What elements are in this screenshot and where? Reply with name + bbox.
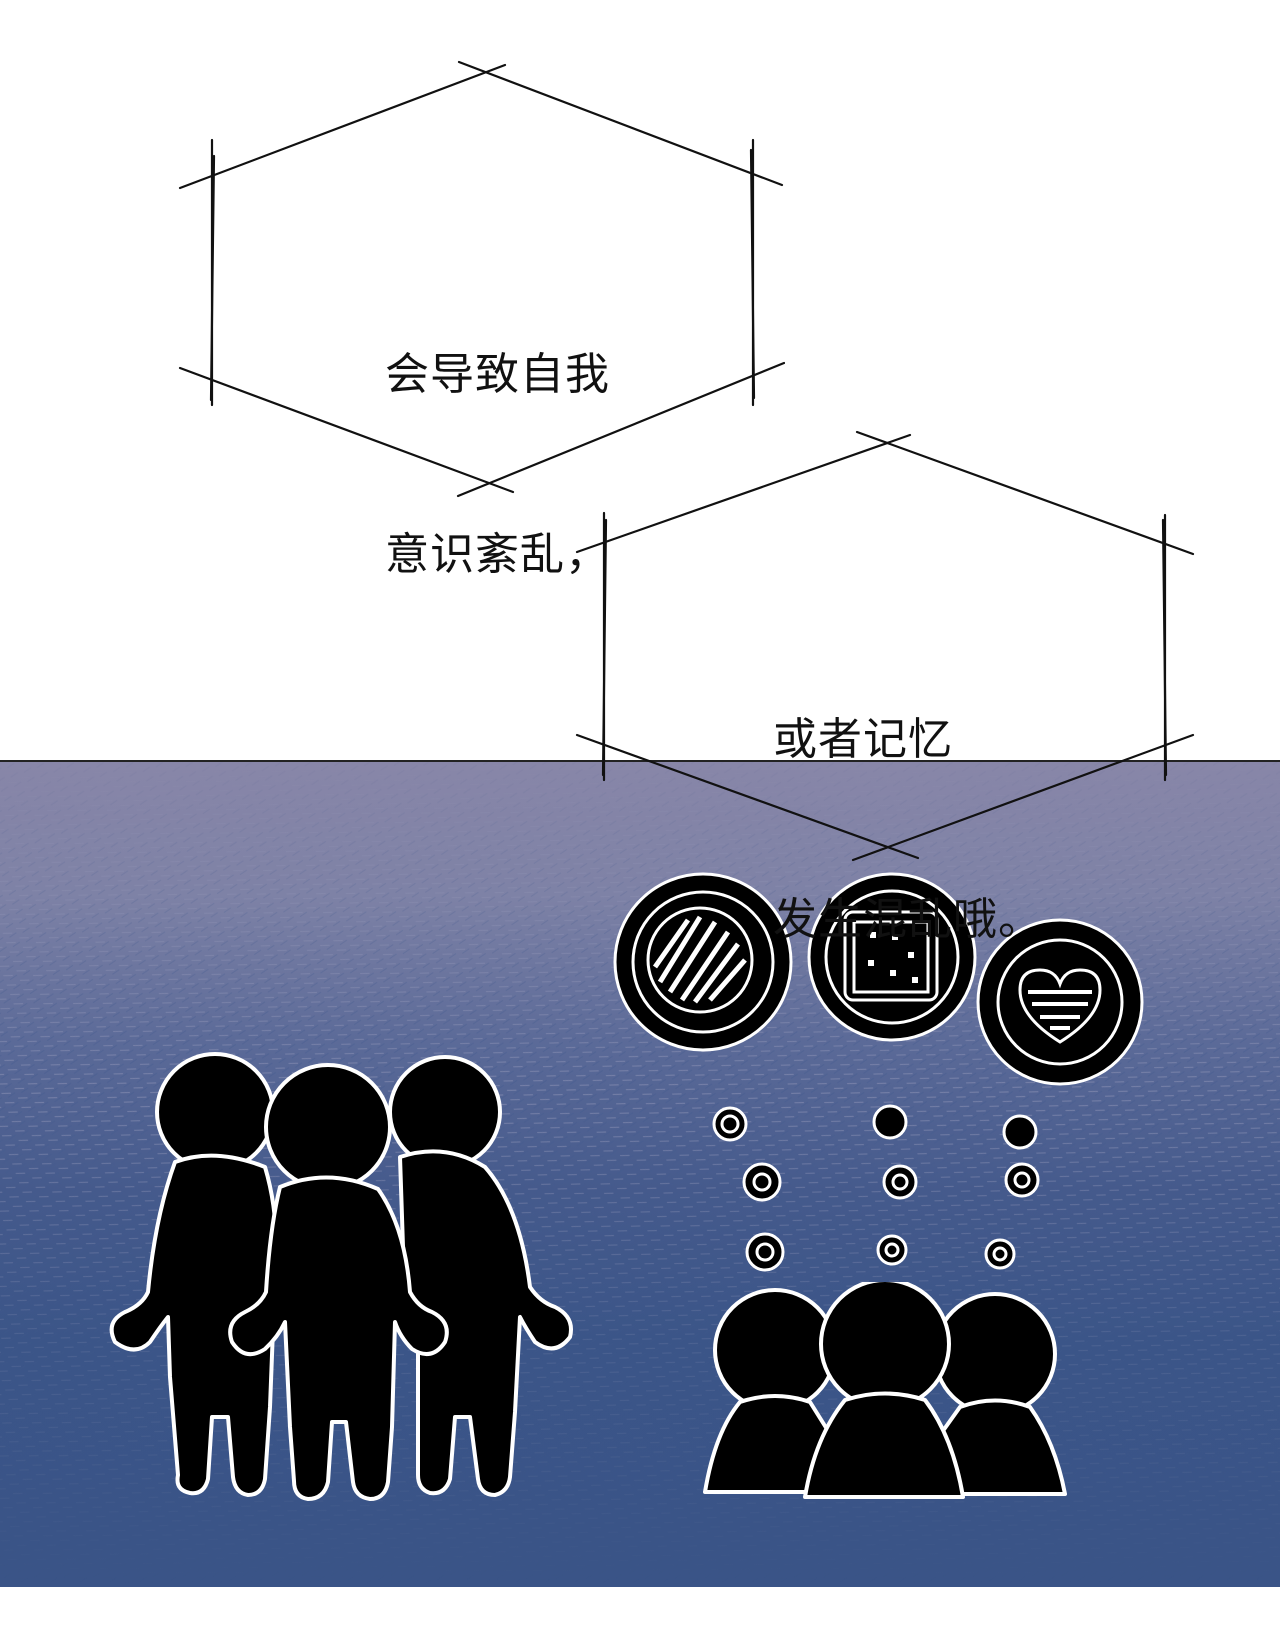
caption-line: 意识紊乱， <box>385 529 610 580</box>
caption-box-top: 会导致自我 意识紊乱， <box>175 60 785 580</box>
caption-box-middle: 或者记忆 发生混乱哦。 <box>575 430 1195 945</box>
standing-figures-icon <box>109 1052 573 1501</box>
memory-bubbles <box>613 872 1144 1150</box>
checkered-square-icon <box>807 872 977 1042</box>
hexagon-frame-icon <box>575 430 1195 862</box>
figure-center <box>228 1063 449 1501</box>
caption-text-middle: 或者记忆 发生混乱哦。 <box>773 590 1043 1070</box>
seated-figure-center <box>803 1282 965 1499</box>
caption-line: 或者记忆 <box>773 714 953 765</box>
hexagon-frame-icon <box>178 60 785 498</box>
seated-figure-left <box>703 1288 852 1494</box>
figure-left <box>109 1052 279 1497</box>
thought-dots <box>712 1104 1038 1150</box>
caption-line: 发生混乱哦。 <box>773 894 1043 945</box>
figure-right <box>388 1055 573 1497</box>
night-panel <box>0 760 1280 1589</box>
caption-line: 会导致自我 <box>385 349 610 400</box>
page-bottom-margin <box>0 1587 1280 1628</box>
seated-figures-icon <box>703 1282 1067 1499</box>
caption-text-top: 会导致自我 意识紊乱， <box>385 225 610 705</box>
striped-heart-icon <box>976 918 1144 1086</box>
striped-circle-icon <box>613 872 793 1052</box>
thought-dots-lower-icon <box>742 1162 1040 1272</box>
